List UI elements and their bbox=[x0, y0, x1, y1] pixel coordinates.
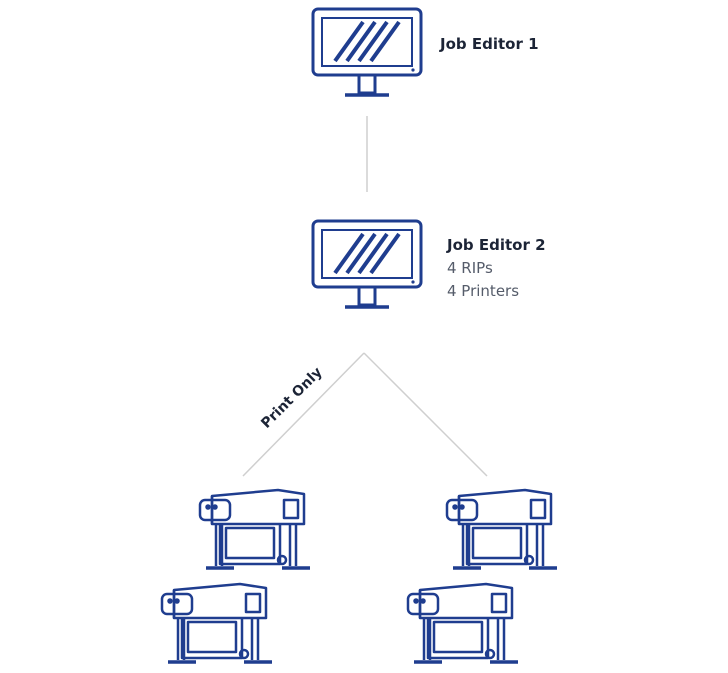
printer-icon bbox=[198, 488, 312, 570]
printer-icon bbox=[160, 582, 274, 664]
editor2-title: Job Editor 2 bbox=[447, 236, 546, 254]
connector-editor2-right bbox=[363, 352, 488, 477]
editor2-rips: 4 RIPs bbox=[447, 259, 493, 277]
editor1-title: Job Editor 1 bbox=[440, 35, 539, 53]
printer-icon bbox=[445, 488, 559, 570]
connector-editor2-left bbox=[242, 352, 365, 477]
printer-icon bbox=[406, 582, 520, 664]
monitor-icon bbox=[311, 219, 423, 309]
monitor-icon bbox=[311, 7, 423, 97]
editor2-printers: 4 Printers bbox=[447, 282, 520, 300]
